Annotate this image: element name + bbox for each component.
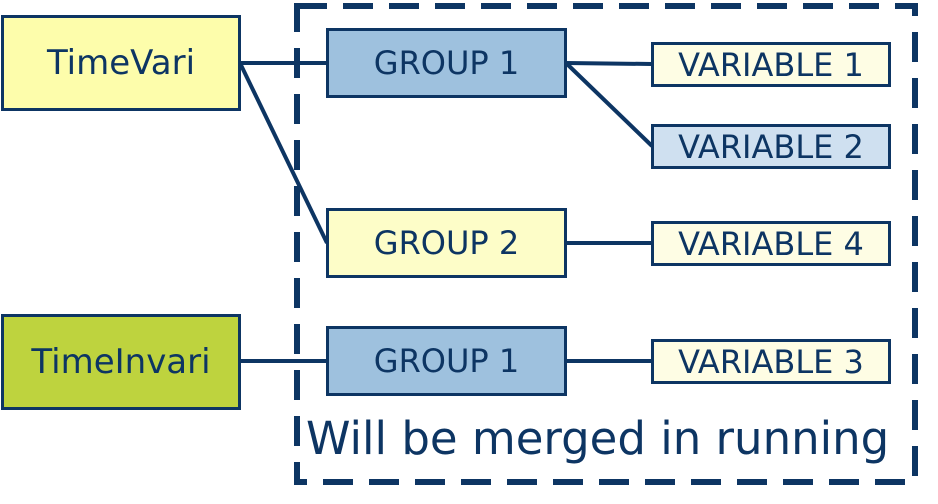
variable-4-label: VARIABLE 4 <box>678 224 864 263</box>
variable-1-label: VARIABLE 1 <box>678 45 864 84</box>
variable-2-node: VARIABLE 2 <box>651 124 891 169</box>
group-2-node: GROUP 2 <box>326 208 567 278</box>
merge-region-border <box>294 3 918 485</box>
time-invari-node: TimeInvari <box>1 314 241 410</box>
time-vari-node: TimeVari <box>1 15 241 111</box>
variable-2-label: VARIABLE 2 <box>678 127 864 166</box>
group-1-label: GROUP 1 <box>373 44 520 82</box>
time-vari-label: TimeVari <box>46 43 196 83</box>
variable-3-node: VARIABLE 3 <box>651 339 891 384</box>
group-2-label: GROUP 2 <box>373 224 520 262</box>
merge-region-caption: Will be merged in running <box>306 412 890 465</box>
group-1-node: GROUP 1 <box>326 28 567 98</box>
variable-1-node: VARIABLE 1 <box>651 42 891 87</box>
time-invari-label: TimeInvari <box>31 342 211 382</box>
connector-timevari-group2 <box>238 62 329 244</box>
variable-4-node: VARIABLE 4 <box>651 221 891 266</box>
connector-group1-variable1 <box>565 61 653 66</box>
connector-group1-variable2 <box>564 61 654 148</box>
invari-group-1-node: GROUP 1 <box>326 326 567 396</box>
variable-3-label: VARIABLE 3 <box>678 342 864 381</box>
invari-group-1-label: GROUP 1 <box>373 342 520 380</box>
